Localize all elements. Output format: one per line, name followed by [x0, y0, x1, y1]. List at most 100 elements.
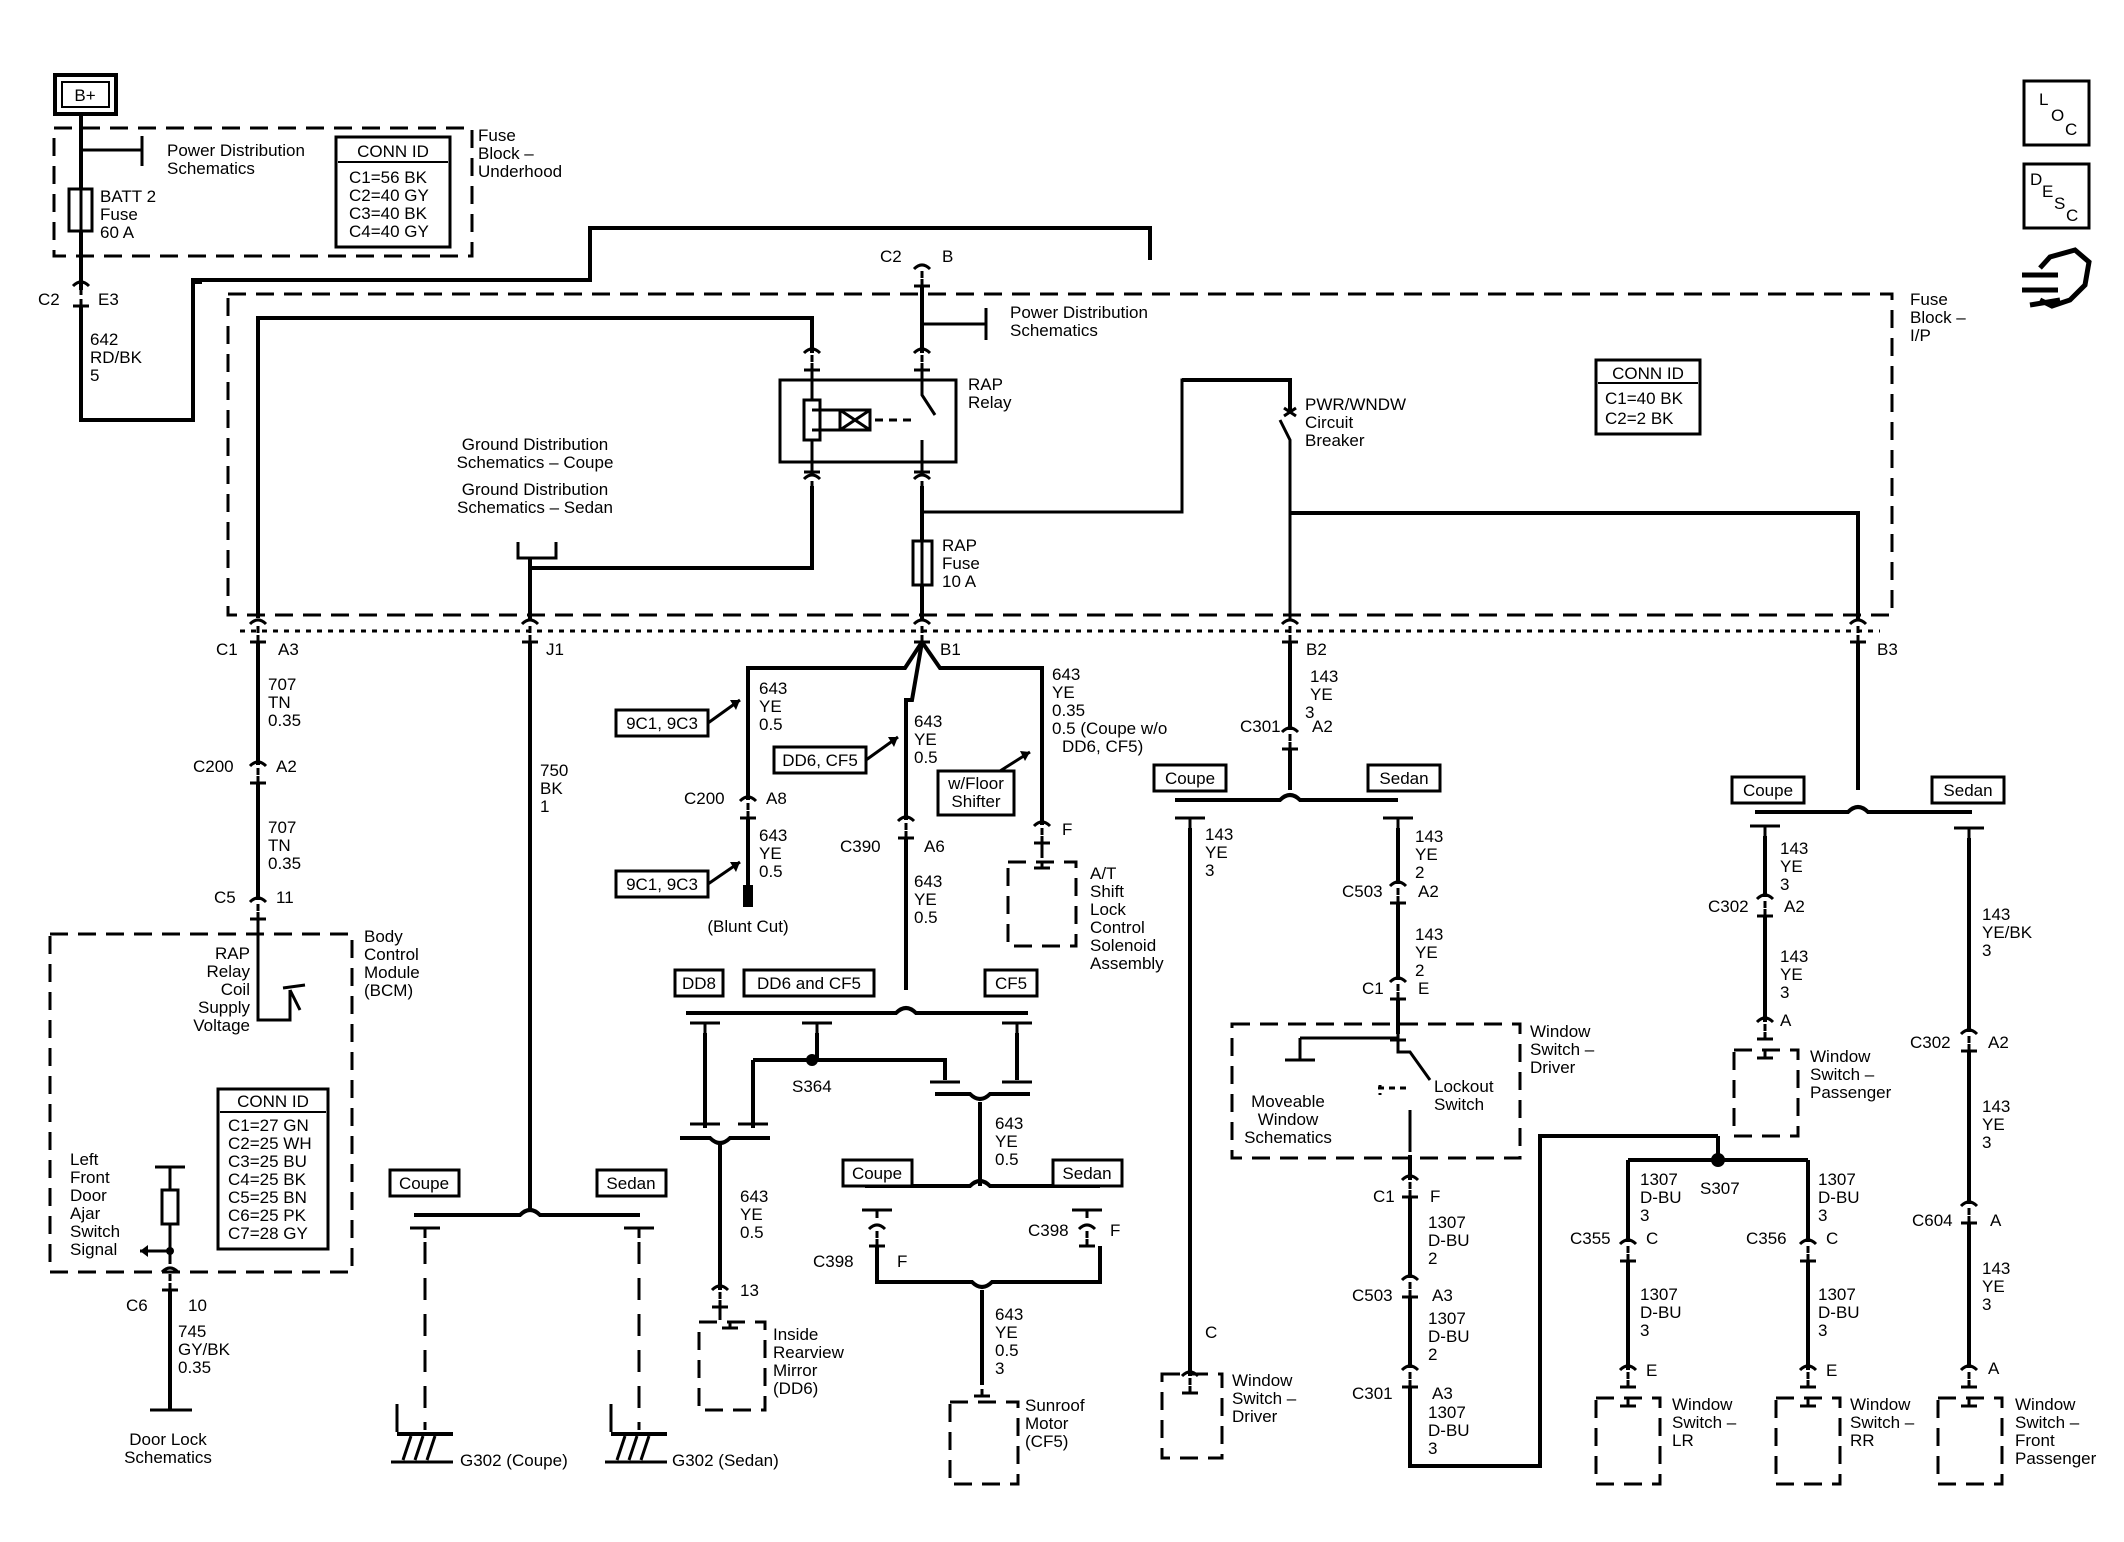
c398-label: C398	[1028, 1221, 1069, 1240]
optfloor2-label: Shifter	[951, 792, 1000, 811]
at3-label: Lock	[1090, 900, 1126, 919]
coupe-label: Coupe	[399, 1174, 449, 1193]
conn2-1-label: C1=40 BK	[1605, 389, 1684, 408]
desc-button[interactable]: D E S C	[2022, 162, 2091, 230]
pds1a-label: Power Distribution	[167, 141, 305, 160]
wd2-label: Switch –	[1530, 1040, 1595, 1059]
dbu-label: D-BU	[1818, 1303, 1860, 1322]
w143-label: 143	[1982, 905, 2010, 924]
fbip3-label: I/P	[1910, 326, 1931, 345]
connector-end-view-icon[interactable]	[2022, 247, 2092, 309]
wd2-label: Switch –	[1232, 1389, 1297, 1408]
p3-label: 3	[1640, 1321, 1649, 1340]
battery-positive-label: B+	[53, 73, 118, 116]
w643-label: 643	[759, 826, 787, 845]
ye-label: YE	[759, 844, 782, 863]
batt2-label: Fuse	[100, 205, 138, 224]
c503-label: C503	[1342, 882, 1383, 901]
sr2-label: Motor	[1025, 1414, 1069, 1433]
w642b-label: RD/BK	[90, 348, 143, 367]
pe-label: E	[1826, 1361, 1837, 1380]
sunroof-motor	[948, 1400, 1020, 1486]
loc-letter-l: L	[2039, 90, 2048, 109]
at6-label: Assembly	[1090, 954, 1164, 973]
lf3-label: Door	[70, 1186, 107, 1205]
optfloor1-label: w/Floor	[947, 774, 1004, 793]
lf4-label: Ajar	[70, 1204, 101, 1223]
batt3-label: 60 A	[100, 223, 135, 242]
bplus-label: B+	[74, 86, 95, 105]
w1307-label: 1307	[1428, 1213, 1466, 1232]
s364-label: S364	[792, 1077, 832, 1096]
ye-label: YE	[1205, 843, 1228, 862]
coupe-label: Coupe	[852, 1164, 902, 1183]
wd3-label: Driver	[1530, 1058, 1576, 1077]
p2-label: 2	[1415, 863, 1424, 882]
pw3-label: Breaker	[1305, 431, 1365, 450]
conn2-2-label: C2=2 BK	[1605, 409, 1674, 428]
ip-fuse-block	[226, 292, 1894, 617]
a2-label: A2	[1988, 1033, 2009, 1052]
b-top-label: B	[942, 247, 953, 266]
c6-label: C6	[126, 1296, 148, 1315]
conn1-4-label: C4=40 GY	[349, 222, 429, 241]
window-switch-lr	[1594, 1396, 1662, 1486]
batt1-label: BATT 2	[100, 187, 156, 206]
sedan-label: Sedan	[606, 1174, 655, 1193]
a6-label: A6	[924, 837, 945, 856]
w143-label: 143	[1415, 827, 1443, 846]
c1-label: C1	[216, 640, 238, 659]
ye-label: YE	[914, 730, 937, 749]
w745b-label: GY/BK	[178, 1340, 231, 1359]
at5-label: Solenoid	[1090, 936, 1156, 955]
fp4-label: Passenger	[2015, 1449, 2097, 1468]
inside-rearview-mirror	[697, 1320, 767, 1412]
p3-label: 3	[1982, 1295, 1991, 1314]
c2-top-label: C2	[880, 247, 902, 266]
w1307-label: 1307	[1640, 1285, 1678, 1304]
rc3-label: Coil	[221, 980, 250, 999]
coupewo1-label: 0.5 (Coupe w/o	[1052, 719, 1167, 738]
lf2-label: Front	[70, 1168, 110, 1187]
gd4-label: Schematics – Sedan	[457, 498, 613, 517]
underhood-fuse-block	[52, 126, 474, 258]
p3-label: 3	[1305, 703, 1314, 722]
w1307-label: 1307	[1428, 1309, 1466, 1328]
ye-label: YE	[1982, 1277, 2005, 1296]
s307-label: S307	[1700, 1179, 1740, 1198]
c301-label: C301	[1240, 717, 1281, 736]
blunt-label: (Blunt Cut)	[707, 917, 788, 936]
conn3-4-label: C4=25 BK	[228, 1170, 307, 1189]
sedan-label: Sedan	[1943, 781, 1992, 800]
w707a-label: 707	[268, 675, 296, 694]
rap2-label: Relay	[968, 393, 1012, 412]
desc-letter-d: D	[2030, 170, 2042, 189]
w750c-label: 1	[540, 797, 549, 816]
wd3-label: Driver	[1232, 1407, 1278, 1426]
dbu-label: D-BU	[1640, 1188, 1682, 1207]
coupe-label: Coupe	[1743, 781, 1793, 800]
sedan-label: Sedan	[1379, 769, 1428, 788]
coupe-label: Coupe	[1165, 769, 1215, 788]
loc-button[interactable]: L O C	[2022, 79, 2091, 147]
conn1-3-label: C3=40 BK	[349, 204, 428, 223]
w143-label: 143	[1780, 947, 1808, 966]
conn1-1-label: C1=56 BK	[349, 168, 428, 187]
wd1-label: Window	[1232, 1371, 1293, 1390]
pds1b-label: Schematics	[167, 159, 255, 178]
wp2-label: Switch –	[1810, 1065, 1875, 1084]
a3-label: A3	[278, 640, 299, 659]
a2-label: A2	[1418, 882, 1439, 901]
gd3-label: Ground Distribution	[462, 480, 608, 499]
dbu-label: D-BU	[1818, 1188, 1860, 1207]
p2-label: 2	[1428, 1249, 1437, 1268]
ye-label: YE	[914, 890, 937, 909]
ls1-label: Lockout	[1434, 1077, 1494, 1096]
w745c-label: 0.35	[178, 1358, 211, 1377]
rc1-label: RAP	[215, 944, 250, 963]
ir4-label: (DD6)	[773, 1379, 818, 1398]
w143-label: 143	[1310, 667, 1338, 686]
pw1-label: PWR/WNDW	[1305, 395, 1406, 414]
bcm1-label: Body	[364, 927, 403, 946]
pe-label: E	[1646, 1361, 1657, 1380]
